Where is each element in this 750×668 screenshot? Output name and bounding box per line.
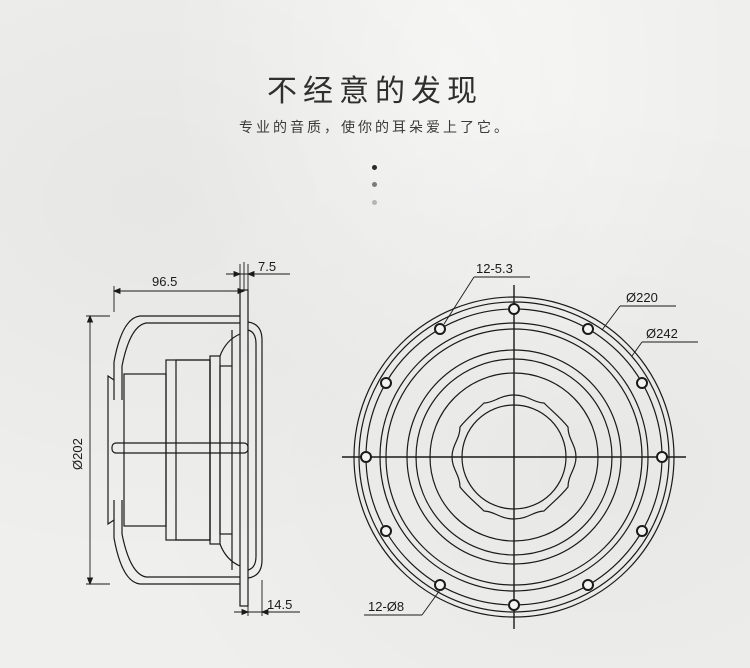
divider-dot-dark [372, 165, 377, 170]
side-dimensions [86, 262, 300, 616]
side-basket-bottom [113, 500, 240, 585]
front-view [342, 285, 686, 629]
side-magnet [165, 359, 211, 541]
divider-dot-light [372, 200, 377, 205]
dim-hole-spec: 12-5.3 [476, 261, 513, 276]
bolt-hole [434, 579, 446, 591]
side-view [107, 289, 263, 607]
side-surround [247, 321, 263, 579]
side-vent-tube [111, 442, 249, 454]
dim-mount-depth: 14.5 [267, 597, 292, 612]
dim-outer-diameter-side: Ø202 [70, 438, 85, 470]
bolt-hole [508, 303, 520, 315]
bolt-hole [636, 525, 648, 537]
bolt-hole [582, 579, 594, 591]
front-bolt-holes [360, 303, 668, 611]
bolt-hole [636, 377, 648, 389]
dim-flange-thickness: 7.5 [258, 259, 276, 274]
side-flange [239, 289, 249, 607]
bolt-hole [434, 323, 446, 335]
dim-depth: 96.5 [152, 274, 177, 289]
front-leaders [364, 276, 698, 616]
dim-hole-diameter: 12-Ø8 [368, 599, 404, 614]
dim-outer-diameter: Ø242 [646, 326, 678, 341]
bolt-hole [582, 323, 594, 335]
side-basket-top [113, 315, 240, 400]
page-subtitle: 专业的音质，使你的耳朵爱上了它。 [239, 120, 511, 136]
bolt-hole [360, 451, 372, 463]
page-title: 不经意的发现 [267, 74, 483, 109]
side-top-plate [209, 355, 221, 545]
bolt-hole [656, 451, 668, 463]
bolt-hole [508, 599, 520, 611]
bolt-hole [380, 377, 392, 389]
divider-dot-mid [372, 182, 377, 187]
dim-bolt-circle: Ø220 [626, 290, 658, 305]
bolt-hole [380, 525, 392, 537]
side-magnet-back [123, 373, 167, 527]
